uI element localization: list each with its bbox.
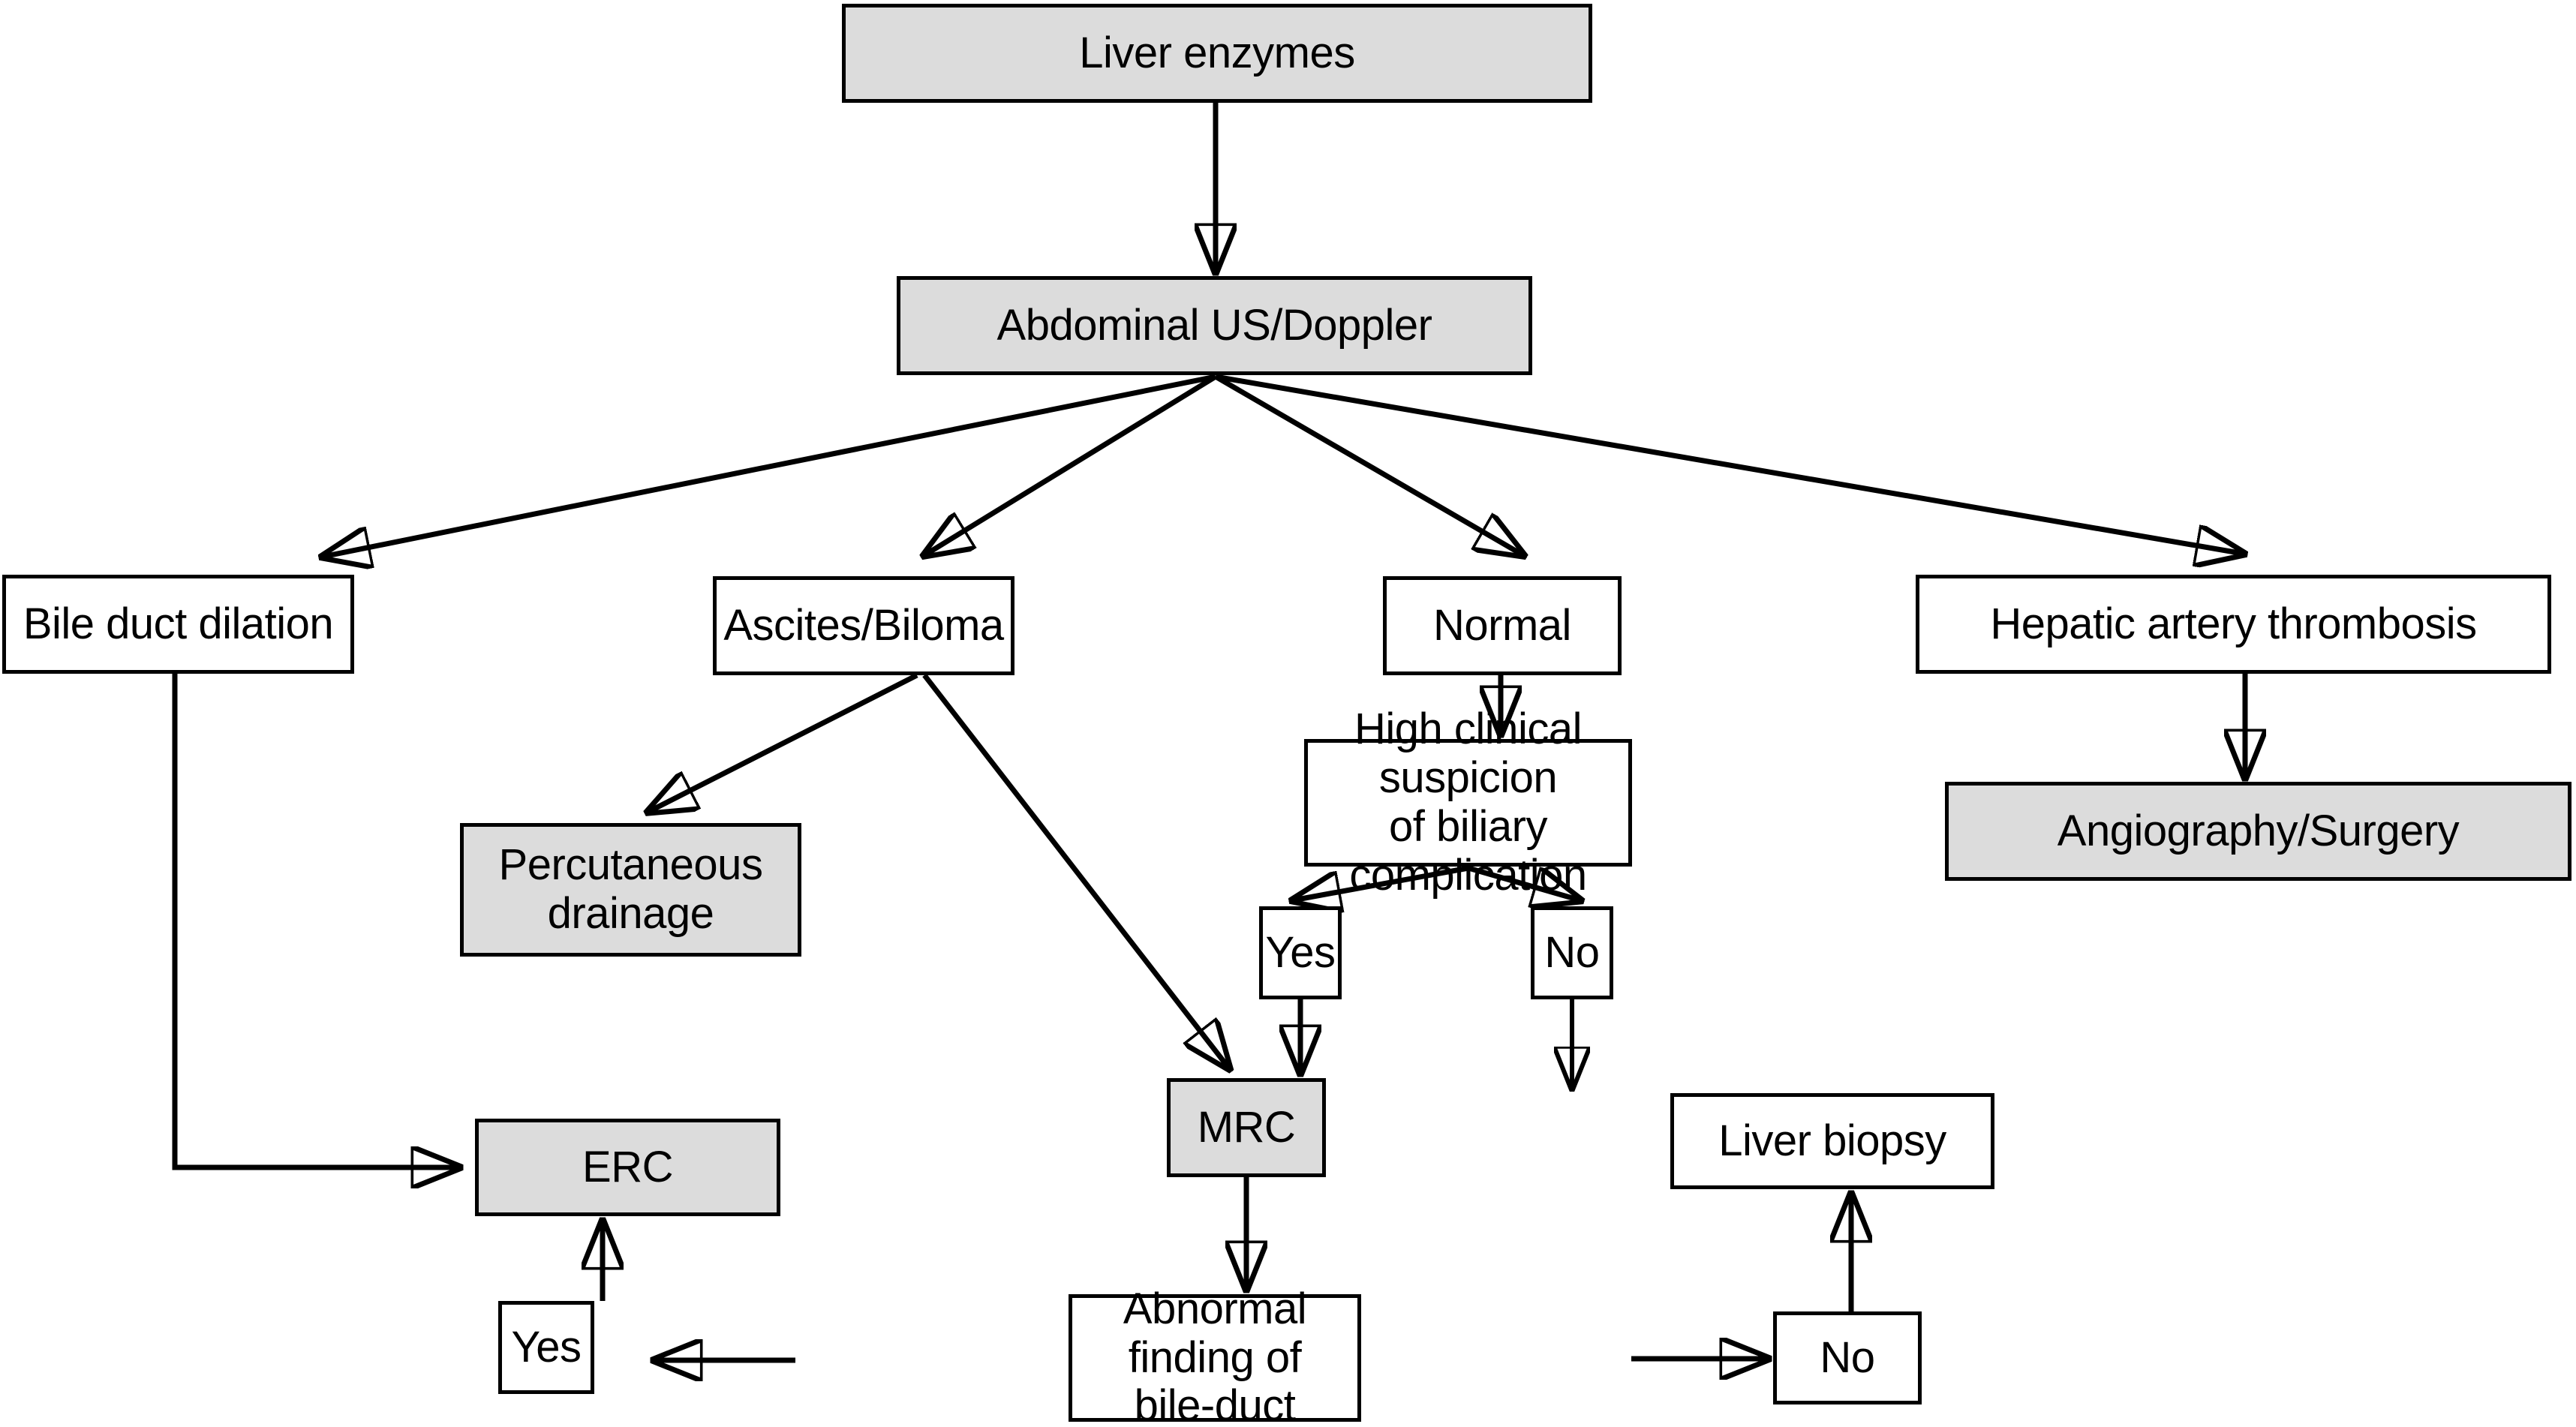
edge-ascites-biloma-to-mrc xyxy=(922,673,1229,1068)
node-abdominal-us-doppler[interactable]: Abdominal US/Doppler xyxy=(897,276,1532,375)
node-no-finding[interactable]: No xyxy=(1773,1311,1922,1404)
node-abnormal-finding[interactable]: Abnormal finding of bile-duct xyxy=(1069,1284,1361,1427)
node-yes-suspicion[interactable]: Yes xyxy=(1259,906,1342,999)
edge-abdominal-us-to-hepatic-artery-thrombosis xyxy=(1215,374,2244,554)
node-percutaneous-drainage[interactable]: Percutaneous drainage xyxy=(460,823,801,957)
node-no-suspicion[interactable]: No xyxy=(1531,906,1613,999)
edge-abdominal-us-to-normal xyxy=(1214,374,1523,555)
node-yes-erc[interactable]: Yes xyxy=(498,1301,594,1394)
node-angiography-surgery[interactable]: Angiography/Surgery xyxy=(1945,782,2571,881)
node-normal[interactable]: Normal xyxy=(1383,576,1622,675)
node-erc[interactable]: ERC xyxy=(475,1119,780,1216)
node-ascites-biloma[interactable]: Ascites/Biloma xyxy=(713,576,1014,675)
edge-bile-duct-dilation-to-erc xyxy=(172,674,459,1167)
node-mrc[interactable]: MRC xyxy=(1167,1078,1326,1177)
node-bile-duct-dilation[interactable]: Bile duct dilation xyxy=(2,575,354,674)
node-liver-biopsy[interactable]: Liver biopsy xyxy=(1670,1093,1994,1189)
edge-ascites-biloma-to-percutaneous-drainage xyxy=(648,672,918,812)
node-liver-enzymes[interactable]: Liver enzymes xyxy=(842,4,1592,103)
edge-abdominal-us-to-ascites-biloma xyxy=(924,374,1217,555)
node-hepatic-artery-thrombosis[interactable]: Hepatic artery thrombosis xyxy=(1916,575,2551,674)
edge-abdominal-us-to-bile-duct-dilation xyxy=(323,374,1216,557)
node-high-clinical-suspicion[interactable]: High clinical suspicion of biliary compl… xyxy=(1304,704,1632,900)
